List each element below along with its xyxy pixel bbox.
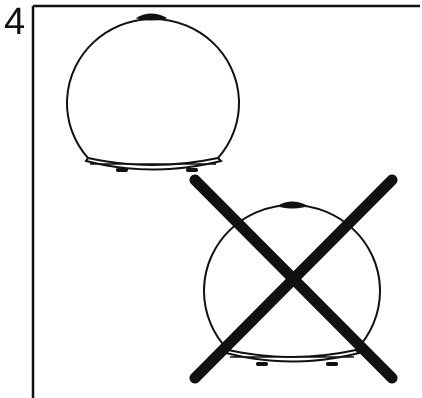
speaker-correct-foot-right — [186, 168, 198, 172]
speaker-incorrect-foot-right — [326, 362, 338, 366]
speaker-correct-body — [67, 19, 239, 158]
speaker-incorrect-base — [226, 350, 359, 362]
speaker-correct-top-cap — [137, 14, 166, 20]
speaker-correct-foot-left — [116, 168, 128, 172]
speaker-incorrect-foot-left — [256, 362, 268, 366]
speaker-incorrect-top-cap — [278, 202, 307, 208]
speaker-correct — [67, 14, 239, 172]
